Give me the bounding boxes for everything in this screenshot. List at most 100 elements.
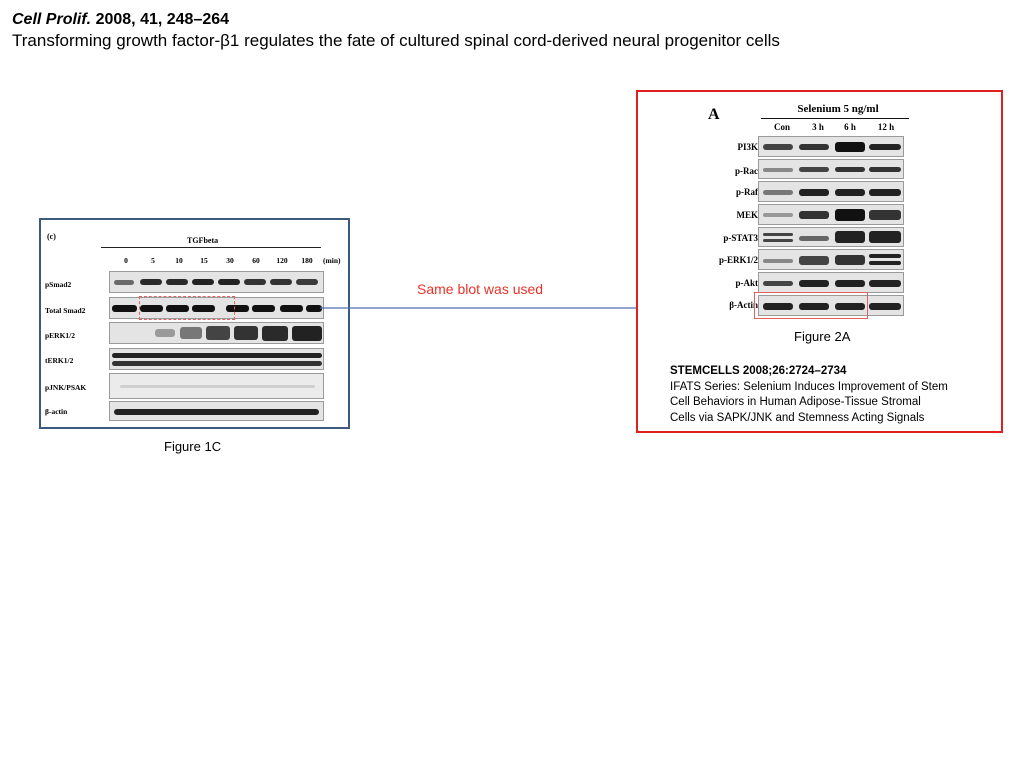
- blot-strip-perk: [109, 322, 324, 344]
- band: [140, 279, 162, 285]
- figure-2a-row-pakt: p-Akt: [735, 278, 758, 288]
- figure-2a-row-perk: p-ERK1/2: [718, 255, 758, 265]
- figure-1c-caption: Figure 1C: [164, 439, 222, 454]
- figure-2a-row-mek: MEK: [736, 210, 759, 220]
- band: [140, 305, 163, 312]
- band: [763, 233, 793, 236]
- band: [869, 210, 901, 220]
- band: [120, 385, 315, 388]
- figure-2a-row-pi3k: PI3K: [737, 142, 758, 152]
- figure-2a-highlight-box: [754, 292, 868, 319]
- figure-2a-time-3h: 3 h: [812, 122, 824, 132]
- band: [835, 142, 865, 152]
- citation-line-2: Cell Behaviors in Human Adipose-Tissue S…: [670, 396, 921, 408]
- band: [763, 190, 793, 195]
- band: [799, 256, 829, 265]
- figure-2a-caption: Figure 2A: [794, 329, 851, 344]
- band: [763, 168, 793, 172]
- figure-2a-treatment: Selenium 5 ng/ml: [797, 103, 879, 115]
- blot-strip-pstat3: [758, 227, 904, 247]
- band: [112, 361, 322, 366]
- band: [226, 305, 249, 312]
- band: [799, 303, 829, 310]
- band: [292, 326, 322, 341]
- citation-line-3: Cells via SAPK/JNK and Stemness Acting S…: [670, 411, 925, 424]
- figure-1c-time-5: 5: [151, 256, 155, 265]
- figure-1c-time-10: 10: [175, 256, 183, 265]
- blot-strip-total-smad2: [109, 297, 324, 319]
- band: [763, 259, 793, 263]
- journal-name: Cell Prolif.: [12, 11, 92, 28]
- band: [799, 211, 829, 219]
- figure-1c-time-120: 120: [276, 256, 288, 265]
- figure-2a-row-praf: p-Raf: [736, 187, 758, 197]
- band: [799, 236, 829, 241]
- band: [869, 167, 901, 172]
- figure-1c-row-terk: tERK1/2: [45, 356, 74, 365]
- band: [763, 144, 793, 150]
- figure-1c-title-rule: [101, 247, 321, 248]
- band: [869, 144, 901, 150]
- figure-1c-frame: (c) TGFbeta 0 5 10 15 30 60 120 180 (min…: [39, 218, 350, 429]
- blot-strip-pi3k: [758, 136, 904, 157]
- figure-1c-time-60: 60: [252, 256, 260, 265]
- band: [869, 303, 901, 310]
- band: [763, 213, 793, 217]
- band: [799, 167, 829, 172]
- band: [244, 279, 266, 285]
- band: [180, 327, 202, 339]
- band: [192, 305, 215, 312]
- figure-2a-time-12h: 12 h: [877, 122, 895, 132]
- same-blot-annotation: Same blot was used: [417, 281, 544, 297]
- blot-strip-mek: [758, 204, 904, 225]
- figure-1c-row-pjnk: pJNK/PSAK: [45, 383, 87, 392]
- citation-line-1: IFATS Series: Selenium Induces Improveme…: [670, 380, 948, 393]
- band: [869, 280, 901, 287]
- figure-2a-title-rule: [761, 118, 909, 119]
- band: [869, 261, 901, 265]
- band: [763, 281, 793, 286]
- band: [192, 279, 214, 285]
- figure-2a-row-prac: p-Rac: [735, 166, 758, 176]
- citation-block: STEMCELLS 2008;26:2724–2734 IFATS Series…: [670, 364, 1000, 426]
- blot-strip-pjnk: [109, 373, 324, 399]
- figure-1c-time-30: 30: [226, 256, 234, 265]
- figure-2a-frame: A Selenium 5 ng/ml Con 3 h 6 h 12 h PI3K…: [636, 90, 1003, 433]
- band: [835, 303, 865, 310]
- figure-1c-time-180: 180: [301, 256, 313, 265]
- band: [262, 326, 288, 341]
- blot-strip-beta-actin: [109, 401, 324, 421]
- figure-1c-time-15: 15: [200, 256, 208, 265]
- band: [306, 305, 322, 312]
- band: [252, 305, 275, 312]
- figure-2a-panel-label: A: [708, 106, 720, 123]
- band: [869, 231, 901, 243]
- journal-citation: Cell Prolif. 2008, 41, 248–264: [12, 10, 780, 30]
- band: [166, 279, 188, 285]
- figure-1c-panel-label: (c): [47, 232, 56, 241]
- figure-1c-treatment: TGFbeta: [187, 236, 219, 245]
- band: [799, 144, 829, 150]
- band: [166, 305, 189, 312]
- band: [112, 305, 137, 312]
- band: [835, 280, 865, 287]
- band: [218, 279, 240, 285]
- band: [835, 231, 865, 243]
- band: [835, 255, 865, 265]
- figure-1c-row-perk: pERK1/2: [45, 331, 76, 340]
- blot-strip-prac: [758, 159, 904, 179]
- band: [114, 280, 134, 285]
- band: [763, 303, 793, 310]
- band: [112, 353, 322, 358]
- figure-2a-time-con: Con: [773, 122, 790, 132]
- blot-strip-pakt: [758, 272, 904, 293]
- band: [763, 239, 793, 242]
- figure-1c-row-total-smad2: Total Smad2: [45, 306, 86, 315]
- figure-2a-row-beta-actin: β-Actin: [729, 300, 758, 310]
- figure-2a-time-6h: 6 h: [844, 122, 856, 132]
- journal-volume: 2008, 41, 248–264: [95, 11, 230, 28]
- band: [206, 326, 230, 340]
- figure-1c-row-psmad2: pSmad2: [45, 280, 72, 289]
- band: [869, 254, 901, 258]
- paper-title: Transforming growth factor-β1 regulates …: [12, 31, 780, 50]
